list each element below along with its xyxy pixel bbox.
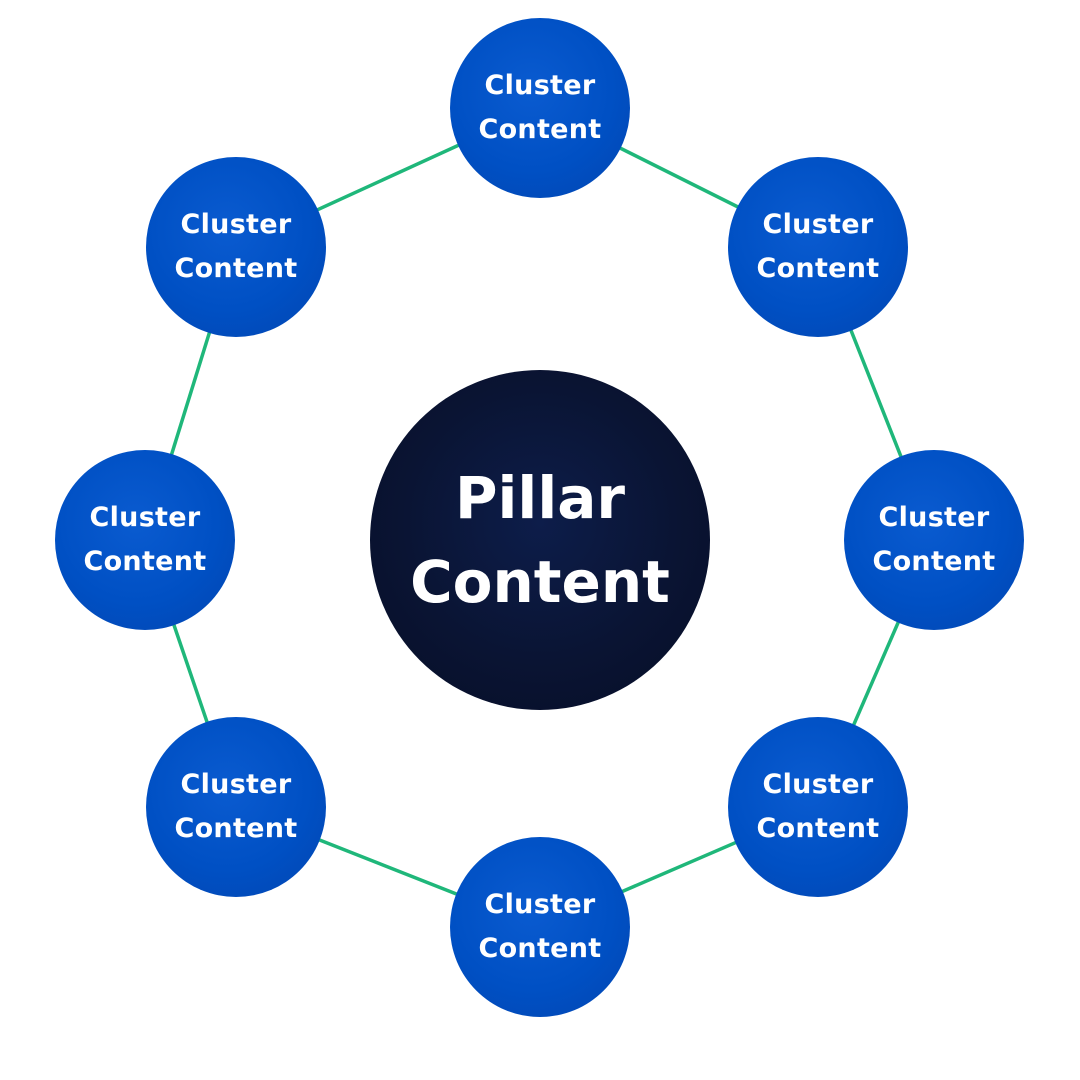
cluster-label-line1: Cluster — [484, 70, 596, 101]
cluster-label-line1: Cluster — [762, 769, 874, 800]
cluster-label-line1: Cluster — [89, 502, 201, 533]
cluster-node-bottom: Cluster Content — [450, 837, 630, 1017]
cluster-node-upper-left: Cluster Content — [146, 157, 326, 337]
pillar-content-node: Pillar Content — [370, 370, 710, 710]
cluster-node-lower-left: Cluster Content — [146, 717, 326, 897]
cluster-label-line2: Content — [478, 114, 602, 145]
cluster-label-line1: Cluster — [762, 209, 874, 240]
cluster-label-line2: Content — [756, 253, 880, 284]
cluster-label-line2: Content — [174, 813, 298, 844]
cluster-label-line1: Cluster — [878, 502, 990, 533]
cluster-node-lower-right: Cluster Content — [728, 717, 908, 897]
cluster-label-line2: Content — [478, 933, 602, 964]
cluster-label-line1: Cluster — [180, 209, 292, 240]
cluster-label-line2: Content — [872, 546, 996, 577]
cluster-node-upper-right: Cluster Content — [728, 157, 908, 337]
cluster-node-left: Cluster Content — [55, 450, 235, 630]
cluster-label-line2: Content — [174, 253, 298, 284]
cluster-label-line1: Cluster — [180, 769, 292, 800]
cluster-node-right: Cluster Content — [844, 450, 1024, 630]
pillar-label-line2: Content — [410, 548, 670, 616]
cluster-node-top: Cluster Content — [450, 18, 630, 198]
cluster-label-line1: Cluster — [484, 889, 596, 920]
cluster-label-line2: Content — [83, 546, 207, 577]
pillar-label-line1: Pillar — [455, 464, 625, 532]
cluster-label-line2: Content — [756, 813, 880, 844]
